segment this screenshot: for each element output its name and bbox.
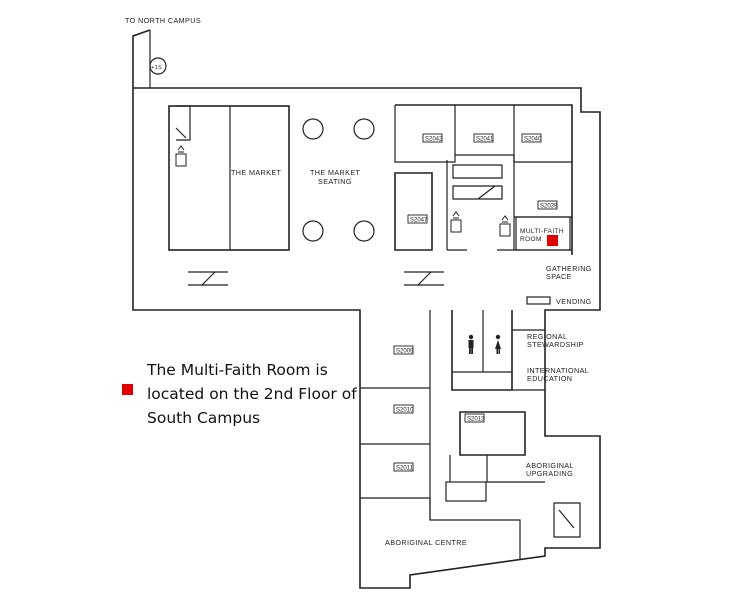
- gathering-label-1: GATHERING: [546, 264, 592, 273]
- svg-text:S2010: S2010: [396, 408, 414, 414]
- elevator-icon: [175, 145, 187, 167]
- market-seating-label-1: THE MARKET: [310, 168, 361, 177]
- market-stair-line: [175, 127, 187, 139]
- north-campus-label: TO NORTH CAMPUS: [125, 16, 201, 25]
- legend-marker: [122, 384, 133, 395]
- aboriginal-upgrading-label-2: UPGRADING: [526, 469, 573, 478]
- south-stair: [553, 502, 581, 538]
- seating-table: [302, 220, 324, 242]
- room-s2013-outline: [459, 411, 526, 456]
- womens-washroom-icon: [495, 334, 501, 354]
- svg-text:S2013: S2013: [467, 417, 485, 423]
- market-seating-label-2: SEATING: [318, 177, 352, 186]
- room-tag-s2010: S2010: [393, 404, 414, 414]
- aboriginal-centre-label: ABORIGINAL CENTRE: [385, 538, 467, 547]
- vending-label: VENDING: [556, 297, 592, 306]
- building-outline: [132, 29, 601, 589]
- market-block: [168, 105, 290, 251]
- international-label-2: EDUCATION: [527, 374, 572, 383]
- core-walls: [446, 160, 515, 251]
- corridor-stair-middle: [404, 271, 444, 286]
- multi-faith-highlight-marker: [547, 235, 558, 246]
- elevator-icon: [499, 215, 511, 237]
- room-tag-s2039: S2039: [537, 200, 558, 210]
- mens-washroom-icon: [468, 334, 474, 354]
- upgrading-counter: [445, 481, 487, 502]
- room-tag-s2040: S2040: [521, 133, 542, 143]
- seating-table: [353, 118, 375, 140]
- svg-text:S2042: S2042: [425, 137, 443, 143]
- regional-label-1: REGIONAL: [527, 332, 567, 341]
- multi-faith-label-1: MULTI-FAITH: [520, 228, 564, 235]
- regional-label-2: STEWARDSHIP: [527, 340, 584, 349]
- corridor-stair-left: [188, 271, 228, 286]
- svg-text:S2039: S2039: [540, 204, 558, 210]
- seating-table: [353, 220, 375, 242]
- room-tag-s2047: S2047: [407, 214, 428, 224]
- svg-text:S2041: S2041: [476, 137, 494, 143]
- market-label: THE MARKET: [231, 168, 282, 177]
- washroom-block: [451, 310, 513, 391]
- room-s2047-outline: [394, 172, 433, 251]
- market-stair: [176, 105, 191, 141]
- room-tag-s2009: S2009: [393, 345, 414, 355]
- north-rooms-dividers: [454, 105, 515, 162]
- elevator-icon: [450, 211, 462, 233]
- multi-faith-label-2: ROOM: [520, 236, 542, 243]
- room-tag-s2041: S2041: [473, 133, 494, 143]
- room-tag-s2042: S2042: [422, 133, 443, 143]
- vending-machine: [526, 296, 551, 305]
- svg-text:S2047: S2047: [410, 218, 428, 224]
- washroom-dividers: [452, 310, 512, 373]
- stair-badge-label: +1S: [151, 65, 162, 71]
- north-rooms-bottom: [394, 105, 572, 163]
- upgrading-walls: [449, 455, 545, 483]
- core-stair-bottom: [452, 185, 503, 200]
- seating-table: [302, 118, 324, 140]
- legend-text: The Multi-Faith Room is located on the 2…: [147, 361, 357, 427]
- stair-badge: [149, 57, 167, 75]
- aboriginal-upgrading-label-1: ABORIGINAL: [526, 461, 574, 470]
- north-rooms-outline: [395, 104, 573, 255]
- international-label-1: INTERNATIONAL: [527, 366, 589, 375]
- core-stair-top: [452, 164, 503, 179]
- room-tag-s2011: S2011: [393, 462, 414, 472]
- svg-text:S2040: S2040: [524, 137, 542, 143]
- room-tag-s2013: S2013: [464, 413, 485, 423]
- multi-faith-room-outline: [515, 216, 571, 251]
- svg-text:S2009: S2009: [396, 349, 414, 355]
- svg-text:S2011: S2011: [396, 466, 414, 472]
- office-dividers: [512, 329, 545, 391]
- west-classroom-walls: [360, 387, 521, 560]
- gathering-label-2: SPACE: [546, 272, 572, 281]
